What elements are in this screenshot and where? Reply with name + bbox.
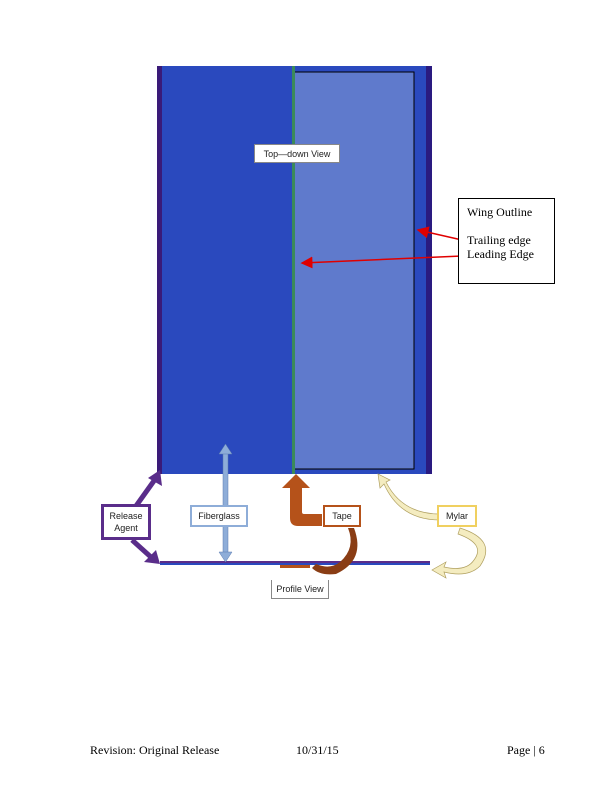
tape-label: Tape (323, 505, 361, 527)
callout-leading-edge: Leading Edge (467, 247, 534, 261)
fiberglass-label: Fiberglass (190, 505, 248, 527)
release-agent-right-strip (426, 66, 432, 474)
tape-arrow-curve (312, 528, 358, 575)
footer-date: 10/31/15 (296, 743, 339, 757)
footer-revision: Revision: Original Release (90, 743, 220, 757)
mylar-arrow-down (431, 527, 486, 579)
trailing-edge-arrow (416, 226, 463, 241)
footer-page-number: Page | 6 (507, 743, 545, 757)
release-agent-arrowhead-up (148, 470, 162, 486)
release-agent-arrow-down (130, 538, 154, 560)
callout-trailing-edge: Trailing edge (467, 233, 531, 247)
fiberglass-arrowhead-down (218, 551, 233, 563)
release-agent-left-strip (157, 66, 162, 474)
tape-arrow-up (282, 474, 322, 526)
profile-view-label: Profile View (271, 580, 329, 599)
release-agent-arrow-up (133, 476, 159, 508)
mylar-arrow-up (377, 473, 441, 521)
callout-wing-outline: Wing Outline (467, 205, 533, 219)
leading-edge-tape (292, 66, 295, 474)
fiberglass-arrow-shaft (222, 451, 229, 557)
wing-outline (293, 71, 415, 470)
release-agent-arrowhead-down (144, 550, 160, 564)
profile-tape-piece (280, 565, 310, 568)
fiberglass-arrowhead-up (218, 443, 233, 455)
leading-edge-arrow (300, 255, 463, 269)
wing-callout-box: Wing Outline Trailing edge Leading Edge (458, 198, 555, 284)
release-agent-label: Release Agent (101, 504, 151, 540)
mylar-label: Mylar (437, 505, 477, 527)
top-down-view-label: Top—down View (254, 144, 340, 163)
